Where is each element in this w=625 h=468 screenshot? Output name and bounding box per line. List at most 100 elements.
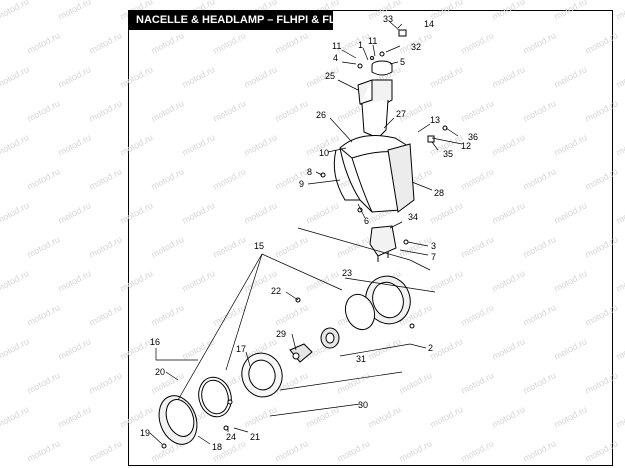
callout-16: 16 (150, 337, 160, 347)
watermark-text: motod.ru (304, 64, 340, 90)
watermark-text: motod.ru (521, 370, 557, 396)
watermark-text: motod.ru (25, 166, 61, 192)
watermark-text: motod.ru (273, 234, 309, 260)
watermark-text: motod.ru (180, 336, 216, 362)
watermark-text: motod.ru (335, 438, 371, 464)
watermark-text: motod.ru (614, 64, 625, 90)
watermark-text: motod.ru (149, 98, 185, 124)
callout-33: 33 (383, 14, 393, 24)
watermark-text: motod.ru (583, 166, 619, 192)
watermark-text: motod.ru (0, 268, 31, 294)
watermark-text: motod.ru (459, 166, 495, 192)
watermark-text: motod.ru (0, 404, 31, 430)
watermark-text: motod.ru (273, 438, 309, 464)
watermark-text: motod.ru (397, 438, 433, 464)
watermark-text: motod.ru (56, 200, 92, 226)
watermark-text: motod.ru (614, 336, 625, 362)
watermark-text: motod.ru (459, 302, 495, 328)
callout-23: 23 (342, 268, 352, 278)
watermark-text: motod.ru (583, 370, 619, 396)
callout-29: 29 (276, 329, 286, 339)
watermark-text: motod.ru (0, 64, 31, 90)
watermark-text: motod.ru (273, 302, 309, 328)
watermark-text: motod.ru (87, 302, 123, 328)
watermark-text: motod.ru (428, 336, 464, 362)
watermark-text: motod.ru (552, 0, 588, 22)
watermark-text: motod.ru (273, 98, 309, 124)
watermark-text: motod.ru (118, 64, 154, 90)
callout-17: 17 (236, 344, 246, 354)
callout-27: 27 (396, 109, 406, 119)
watermark-text: motod.ru (459, 98, 495, 124)
watermark-text: motod.ru (25, 370, 61, 396)
watermark-text: motod.ru (490, 268, 526, 294)
watermark-text: motod.ru (87, 234, 123, 260)
callout-32: 32 (411, 42, 421, 52)
watermark-text: motod.ru (87, 98, 123, 124)
watermark-text: motod.ru (242, 404, 278, 430)
callout-14: 14 (424, 19, 434, 29)
watermark-text: motod.ru (614, 268, 625, 294)
watermark-text: motod.ru (87, 30, 123, 56)
watermark-text: motod.ru (273, 30, 309, 56)
callout-15: 15 (254, 241, 264, 251)
watermark-text: motod.ru (428, 64, 464, 90)
watermark-text: motod.ru (459, 30, 495, 56)
watermark-text: motod.ru (521, 302, 557, 328)
callout-5: 5 (400, 57, 405, 67)
watermark-text: motod.ru (428, 404, 464, 430)
watermark-text: motod.ru (0, 0, 31, 22)
watermark-text: motod.ru (149, 166, 185, 192)
callout-4: 4 (333, 53, 338, 63)
callout-36: 36 (468, 132, 478, 142)
callout-3: 3 (431, 241, 436, 251)
watermark-text: motod.ru (211, 302, 247, 328)
callout-21: 21 (250, 432, 260, 442)
watermark-text: motod.ru (211, 234, 247, 260)
watermark-text: motod.ru (0, 336, 31, 362)
watermark-text: motod.ru (552, 132, 588, 158)
watermark-text: motod.ru (521, 234, 557, 260)
watermark-text: motod.ru (521, 166, 557, 192)
callout-10: 10 (319, 148, 329, 158)
watermark-text: motod.ru (490, 404, 526, 430)
watermark-text: motod.ru (118, 404, 154, 430)
watermark-text: motod.ru (459, 234, 495, 260)
watermark-text: motod.ru (180, 64, 216, 90)
callout-30: 30 (358, 400, 368, 410)
callout-19: 19 (140, 428, 150, 438)
watermark-text: motod.ru (25, 234, 61, 260)
watermark-text: motod.ru (552, 64, 588, 90)
watermark-text: motod.ru (583, 438, 619, 464)
watermark-text: motod.ru (242, 132, 278, 158)
watermark-text: motod.ru (118, 200, 154, 226)
leader-lines (149, 21, 463, 445)
callout-35: 35 (443, 149, 453, 159)
watermark-text: motod.ru (180, 132, 216, 158)
watermark-text: motod.ru (180, 200, 216, 226)
callout-20: 20 (155, 367, 165, 377)
watermark-text: motod.ru (521, 30, 557, 56)
nacelle-upper-assembly (333, 60, 415, 262)
watermark-text: motod.ru (211, 30, 247, 56)
callout-26: 26 (316, 110, 326, 120)
watermark-text: motod.ru (149, 302, 185, 328)
watermark-text: motod.ru (87, 438, 123, 464)
watermark-text: motod.ru (211, 166, 247, 192)
callout-11-top: 11 (368, 36, 377, 46)
watermark-text: motod.ru (0, 200, 31, 226)
watermark-text: motod.ru (180, 268, 216, 294)
watermark-text: motod.ru (335, 234, 371, 260)
watermark-text: motod.ru (118, 268, 154, 294)
callout-8: 8 (307, 167, 312, 177)
watermark-text: motod.ru (118, 132, 154, 158)
watermark-text: motod.ru (335, 370, 371, 396)
callout-22: 22 (271, 286, 281, 296)
watermark-text: motod.ru (490, 336, 526, 362)
watermark-text: motod.ru (614, 200, 625, 226)
watermark-text: motod.ru (25, 438, 61, 464)
watermark-text: motod.ru (428, 268, 464, 294)
watermark-text: motod.ru (552, 200, 588, 226)
watermark-text: motod.ru (56, 268, 92, 294)
